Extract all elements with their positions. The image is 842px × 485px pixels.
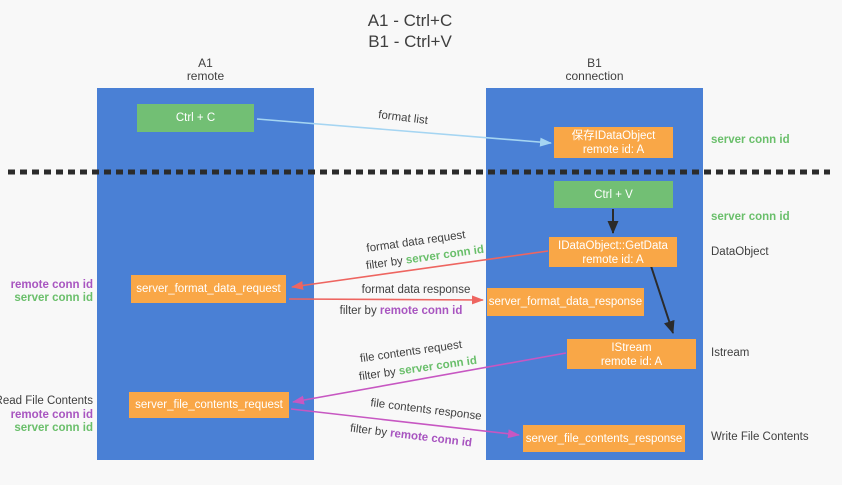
title-line-ctrl-v: B1 - Ctrl+V: [368, 32, 452, 51]
file-response-node: server_file_contents_response: [523, 425, 685, 452]
save-idataobject-line1: 保存IDataObject: [571, 130, 656, 142]
istream-node: IStream remote id: A: [567, 339, 696, 369]
right-dataobject-label: DataObject: [711, 246, 769, 258]
file-request-label: server_file_contents_request: [135, 399, 283, 411]
b1-name: B1: [587, 56, 602, 70]
column-header-b1: B1 connection: [486, 57, 703, 83]
file-contents-request-arrow: [292, 352, 567, 405]
title-line-ctrl-c: A1 - Ctrl+C: [367, 11, 453, 30]
format-data-request-arrow: [291, 250, 549, 290]
a1-role: remote: [186, 69, 225, 83]
getdata-line2: remote id: A: [582, 254, 644, 266]
remote-conn-id-text: remote conn id: [379, 305, 463, 317]
format-request-label: server_format_data_request: [136, 283, 281, 295]
file-request-node: server_file_contents_request: [129, 392, 289, 418]
a1-name: A1: [198, 56, 213, 70]
column-header-a1: A1 remote: [97, 57, 314, 83]
left-read-file-contents-label: Read File Contents: [0, 395, 93, 407]
format-response-label: server_format_data_response: [488, 296, 643, 308]
ctrl-c-node: Ctrl + C: [137, 104, 254, 132]
b1-role: connection: [565, 69, 624, 83]
right-server-conn-id-top: server conn id: [711, 134, 790, 146]
diagram-title: A1 - Ctrl+C B1 - Ctrl+V: [290, 10, 530, 52]
format-data-response-arrow: [288, 295, 484, 305]
file-contents-response-arrow: [290, 408, 520, 439]
save-idataobject-line2: remote id: A: [582, 144, 645, 156]
format-request-node: server_format_data_request: [131, 275, 286, 303]
right-server-conn-id-mid: server conn id: [711, 211, 790, 223]
ctrl-c-label: Ctrl + C: [175, 112, 216, 124]
getdata-to-istream-arrow: [650, 265, 675, 334]
format-list-arrow: [256, 118, 552, 147]
istream-line2: remote id: A: [600, 356, 663, 368]
file-response-label: server_file_contents_response: [525, 432, 683, 445]
save-idataobject-node: 保存IDataObject remote id: A: [554, 127, 673, 158]
left-remote-conn-id-top: remote conn id: [10, 279, 93, 291]
right-istream-label: Istream: [711, 347, 750, 359]
left-server-conn-id-top: server conn id: [14, 292, 93, 304]
filter-by-text: filter by: [339, 305, 377, 317]
ctrl-v-node: Ctrl + V: [554, 181, 673, 208]
right-write-file-contents-label: Write File Contents: [711, 431, 809, 443]
format-data-response-edge-label: format data response: [361, 284, 471, 296]
left-remote-conn-id-bottom: remote conn id: [10, 409, 93, 421]
getdata-line1: IDataObject::GetData: [558, 240, 668, 252]
istream-line1: IStream: [611, 342, 652, 354]
left-server-conn-id-bottom: server conn id: [14, 422, 93, 434]
ctrl-v-label: Ctrl + V: [594, 188, 633, 201]
format-response-node: server_format_data_response: [487, 288, 644, 316]
getdata-node: IDataObject::GetData remote id: A: [549, 237, 677, 267]
filter-by-remote-conn-id-top-label: filter by remote conn id: [340, 305, 463, 317]
